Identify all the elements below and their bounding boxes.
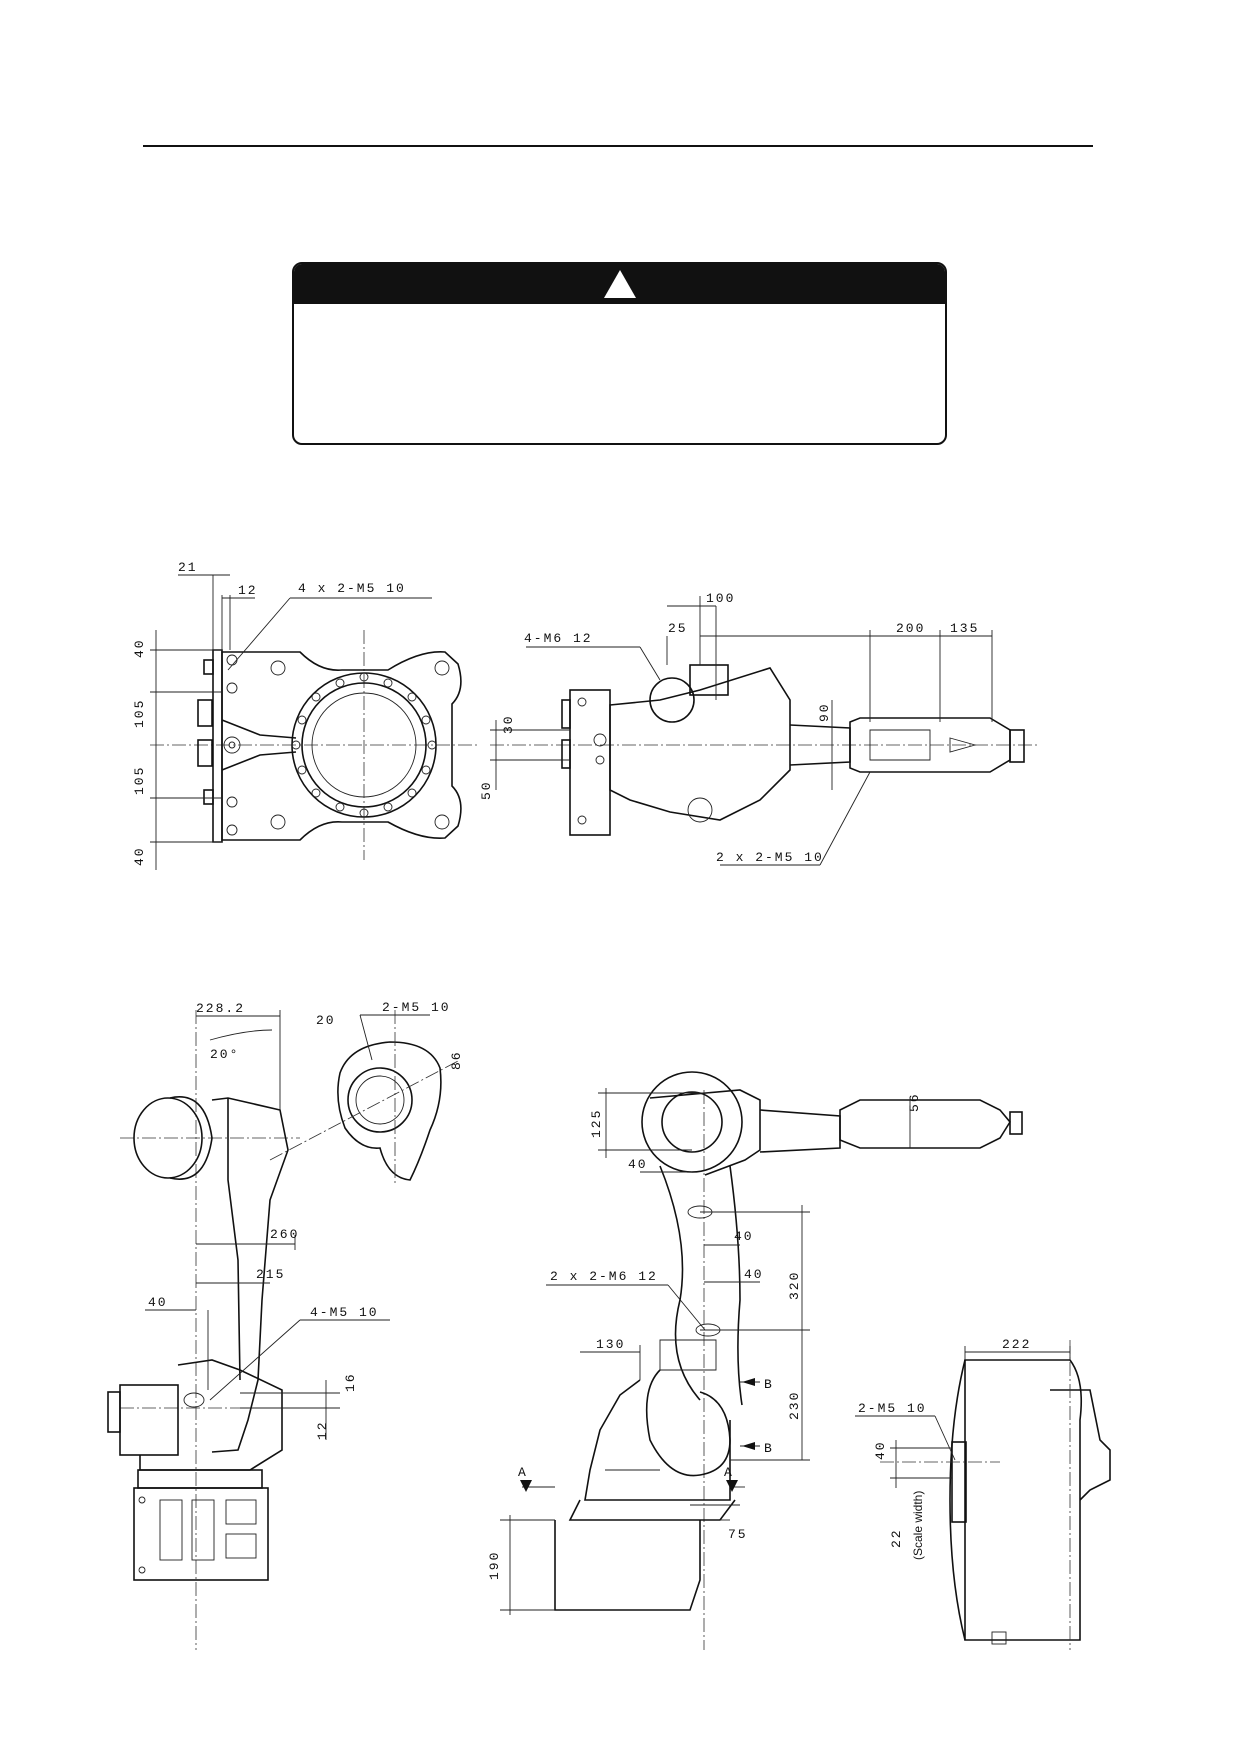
- warning-triangle-icon: [603, 270, 636, 298]
- dim-230: 230: [787, 1391, 802, 1420]
- tap-2x2-m6: 2 x 2-M6 12: [550, 1269, 658, 1284]
- scale-width-label: (Scale width): [911, 1491, 925, 1560]
- header-rule: [143, 145, 1093, 147]
- tap-4x2-m5: 4 x 2-M5 10: [298, 581, 406, 596]
- dim-105-b: 105: [132, 766, 147, 795]
- dim-222: 222: [1002, 1337, 1031, 1352]
- dim-190: 190: [487, 1551, 502, 1580]
- top-view: [150, 574, 478, 870]
- section-a-2: A: [724, 1465, 734, 1480]
- dim-200: 200: [896, 621, 925, 636]
- tap-2-m5-front: 2-M5 10: [382, 1000, 451, 1015]
- warning-box: [292, 262, 947, 445]
- dim-30: 30: [501, 714, 516, 734]
- dim-135: 135: [950, 621, 979, 636]
- dim-105-a: 105: [132, 699, 147, 728]
- dim-20: 20: [316, 1013, 336, 1028]
- section-b-2: B: [764, 1441, 774, 1456]
- section-arrows: [520, 1378, 755, 1492]
- dim-320: 320: [787, 1271, 802, 1300]
- top-side-view: [490, 596, 1040, 866]
- dim-100: 100: [706, 591, 735, 606]
- dim-12: 12: [238, 583, 258, 598]
- dim-130: 130: [596, 1337, 625, 1352]
- dim-12-front: 12: [315, 1420, 330, 1440]
- dim-215: 215: [256, 1267, 285, 1282]
- dim-16: 16: [343, 1372, 358, 1392]
- tap-4-m5: 4-M5 10: [310, 1305, 379, 1320]
- dim-90: 90: [817, 702, 832, 722]
- dim-40-detail: 40: [873, 1440, 888, 1460]
- dim-40-side-a: 40: [628, 1157, 648, 1172]
- tap-2x2-m5: 2 x 2-M5 10: [716, 850, 824, 865]
- dim-40-bottom: 40: [132, 846, 147, 866]
- dim-56: 56: [907, 1092, 922, 1112]
- warning-header: [294, 264, 945, 304]
- dim-25: 25: [668, 621, 688, 636]
- dim-50: 50: [479, 780, 494, 800]
- dim-260: 260: [270, 1227, 299, 1242]
- dim-40-top: 40: [132, 638, 147, 658]
- dim-40-side-b: 40: [734, 1229, 754, 1244]
- angle-20: 20°: [210, 1047, 239, 1062]
- dim-21: 21: [178, 560, 198, 575]
- tap-4-m6: 4-M6 12: [524, 631, 593, 646]
- dim-125: 125: [589, 1109, 604, 1138]
- side-view: [500, 1071, 1023, 1650]
- dim-86: 86: [449, 1050, 464, 1070]
- dim-75: 75: [728, 1527, 748, 1542]
- dim-22: 22: [889, 1528, 904, 1548]
- detail-view: [855, 1340, 1111, 1650]
- dim-228-2: 228.2: [196, 1001, 245, 1016]
- dim-40-front: 40: [148, 1295, 168, 1310]
- tap-2-m5-detail: 2-M5 10: [858, 1401, 927, 1416]
- section-b-1: B: [764, 1377, 774, 1392]
- section-a-1: A: [518, 1465, 528, 1480]
- dim-40-side-c: 40: [744, 1267, 764, 1282]
- front-view: [107, 1010, 461, 1650]
